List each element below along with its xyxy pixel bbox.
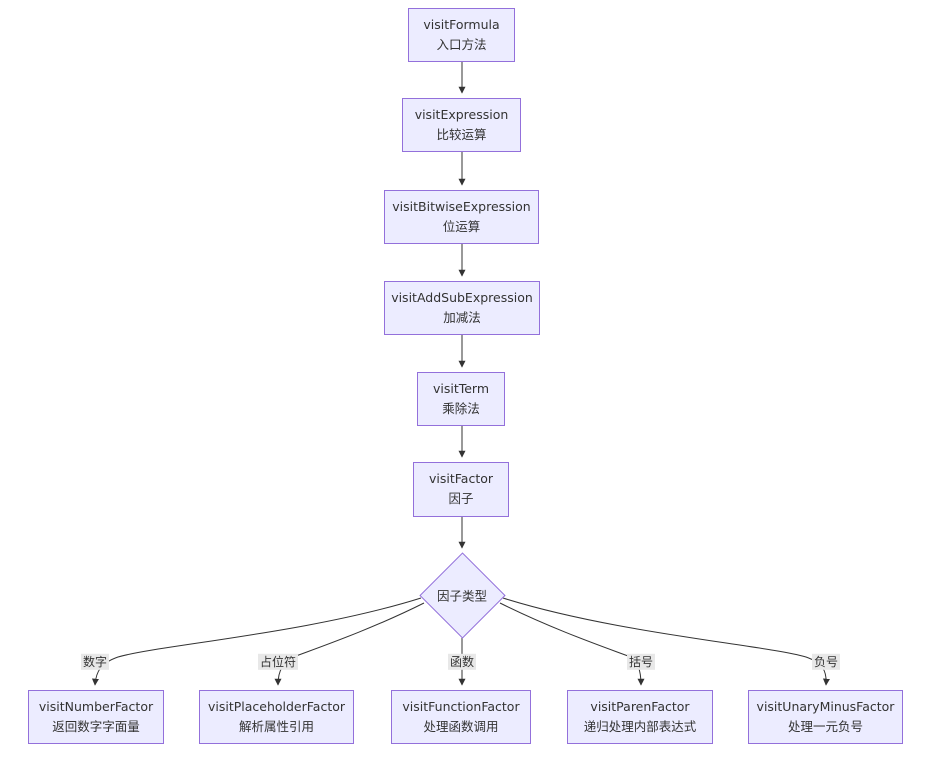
node-title: visitExpression — [414, 106, 509, 122]
edge-factortype-placeholder — [274, 602, 425, 686]
edge-factortype-number — [91, 597, 422, 686]
node-title: visitTerm — [432, 380, 490, 396]
node-visit-factor: visitFactor 因子 — [413, 462, 509, 517]
edge-factortype-paren — [499, 602, 645, 686]
node-title: visitFormula — [423, 16, 500, 32]
node-desc: 处理一元负号 — [787, 718, 863, 734]
edge-label-function: 函数 — [447, 653, 477, 671]
node-desc: 乘除法 — [442, 400, 480, 416]
node-visit-formula: visitFormula 入口方法 — [408, 8, 515, 62]
edge-label-placeholder: 占位符 — [257, 653, 299, 671]
node-desc: 加减法 — [443, 309, 481, 325]
node-visit-expression: visitExpression 比较运算 — [402, 98, 521, 152]
node-desc: 因子 — [448, 491, 474, 506]
node-title: visitNumberFactor — [38, 698, 154, 714]
node-visit-placeholder-factor: visitPlaceholderFactor 解析属性引用 — [199, 690, 354, 744]
node-desc: 入口方法 — [436, 36, 487, 52]
node-title: visitFunctionFactor — [402, 698, 520, 714]
node-title: visitFactor — [428, 471, 494, 487]
node-desc: 解析属性引用 — [238, 718, 314, 734]
edge-factortype-unaryminus — [502, 597, 830, 686]
node-visit-bitwise-expression: visitBitwiseExpression 位运算 — [384, 190, 539, 244]
decision-factor-type-label: 因子类型 — [436, 588, 488, 604]
node-title: visitUnaryMinusFactor — [756, 698, 895, 714]
node-title: visitAddSubExpression — [391, 289, 533, 305]
node-visit-number-factor: visitNumberFactor 返回数字字面量 — [28, 690, 164, 744]
node-title: visitParenFactor — [590, 698, 690, 714]
node-visit-addsub-expression: visitAddSubExpression 加减法 — [384, 281, 540, 335]
edge-label-number: 数字 — [80, 653, 110, 671]
edge-label-paren: 括号 — [626, 653, 656, 671]
node-desc: 返回数字字面量 — [52, 718, 140, 734]
node-desc: 递归处理内部表达式 — [583, 718, 697, 734]
node-desc: 比较运算 — [436, 126, 487, 142]
node-visit-term: visitTerm 乘除法 — [417, 372, 505, 426]
node-desc: 位运算 — [442, 218, 481, 234]
edge-label-unary-minus: 负号 — [811, 653, 841, 671]
node-visit-function-factor: visitFunctionFactor 处理函数调用 — [391, 690, 531, 744]
node-visit-unary-minus-factor: visitUnaryMinusFactor 处理一元负号 — [748, 690, 903, 744]
node-title: visitPlaceholderFactor — [207, 698, 346, 714]
node-title: visitBitwiseExpression — [392, 198, 531, 214]
node-visit-paren-factor: visitParenFactor 递归处理内部表达式 — [567, 690, 713, 744]
node-desc: 处理函数调用 — [423, 718, 499, 734]
